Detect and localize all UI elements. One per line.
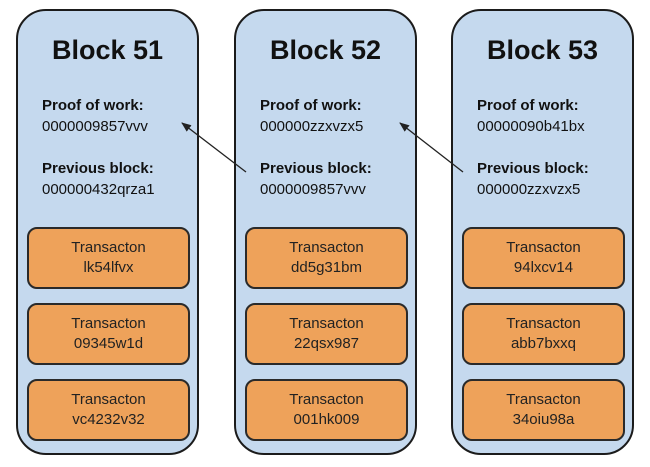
transaction-label: Transacton (289, 239, 364, 256)
previous-block-value: 000000zzxvzx5 (477, 181, 581, 198)
transaction-label: Transacton (289, 315, 364, 332)
transaction-box: Transacton vc4232v32 (27, 379, 190, 441)
proof-of-work-value: 000000zzxvzx5 (260, 118, 364, 135)
transaction-box: Transacton abb7bxxq (462, 303, 625, 365)
transaction-id: 94lxcv14 (513, 259, 574, 276)
transaction-box: Transacton 94lxcv14 (462, 227, 625, 289)
transaction-box: Transacton lk54lfvx (27, 227, 190, 289)
arrow-53-to-52 (399, 122, 464, 173)
transaction-id: 09345w1d (73, 335, 144, 352)
transaction-label: Transacton (71, 239, 146, 256)
transaction-label: Transacton (506, 391, 581, 408)
proof-of-work-value: 00000090b41bx (477, 118, 585, 135)
transaction-box: Transacton 001hk009 (245, 379, 408, 441)
previous-block-label: Previous block: (260, 160, 372, 177)
transaction-id: abb7bxxq (510, 335, 577, 352)
transaction-label: Transacton (506, 239, 581, 256)
proof-of-work-label: Proof of work: (477, 97, 579, 114)
proof-of-work-label: Proof of work: (42, 97, 144, 114)
previous-block-label: Previous block: (42, 160, 154, 177)
block-title: Block 52 (269, 35, 382, 65)
transaction-box: Transacton 34oiu98a (462, 379, 625, 441)
block-52: Block 52 Proof of work: 000000zzxvzx5 Pr… (234, 9, 417, 455)
transaction-id: lk54lfvx (83, 259, 134, 276)
previous-block-label: Previous block: (477, 160, 589, 177)
block-title: Block 53 (486, 35, 599, 65)
transaction-label: Transacton (71, 315, 146, 332)
transaction-label: Transacton (289, 391, 364, 408)
transaction-id: 34oiu98a (512, 411, 575, 428)
transaction-id: vc4232v32 (72, 411, 145, 428)
proof-of-work-label: Proof of work: (260, 97, 362, 114)
transaction-label: Transacton (506, 315, 581, 332)
block-title: Block 51 (51, 35, 164, 65)
transaction-box: Transacton dd5g31bm (245, 227, 408, 289)
proof-of-work-value: 0000009857vvv (42, 118, 148, 135)
transaction-box: Transacton 22qsx987 (245, 303, 408, 365)
transaction-id: dd5g31bm (291, 259, 362, 276)
transaction-id: 22qsx987 (293, 335, 360, 352)
previous-block-value: 000000432qrza1 (42, 181, 155, 198)
block-53: Block 53 Proof of work: 00000090b41bx Pr… (451, 9, 634, 455)
block-51: Block 51 Proof of work: 0000009857vvv Pr… (16, 9, 199, 455)
transaction-id: 001hk009 (293, 411, 360, 428)
arrow-52-to-51 (181, 122, 247, 173)
transaction-box: Transacton 09345w1d (27, 303, 190, 365)
previous-block-value: 0000009857vvv (260, 181, 366, 198)
transaction-label: Transacton (71, 391, 146, 408)
